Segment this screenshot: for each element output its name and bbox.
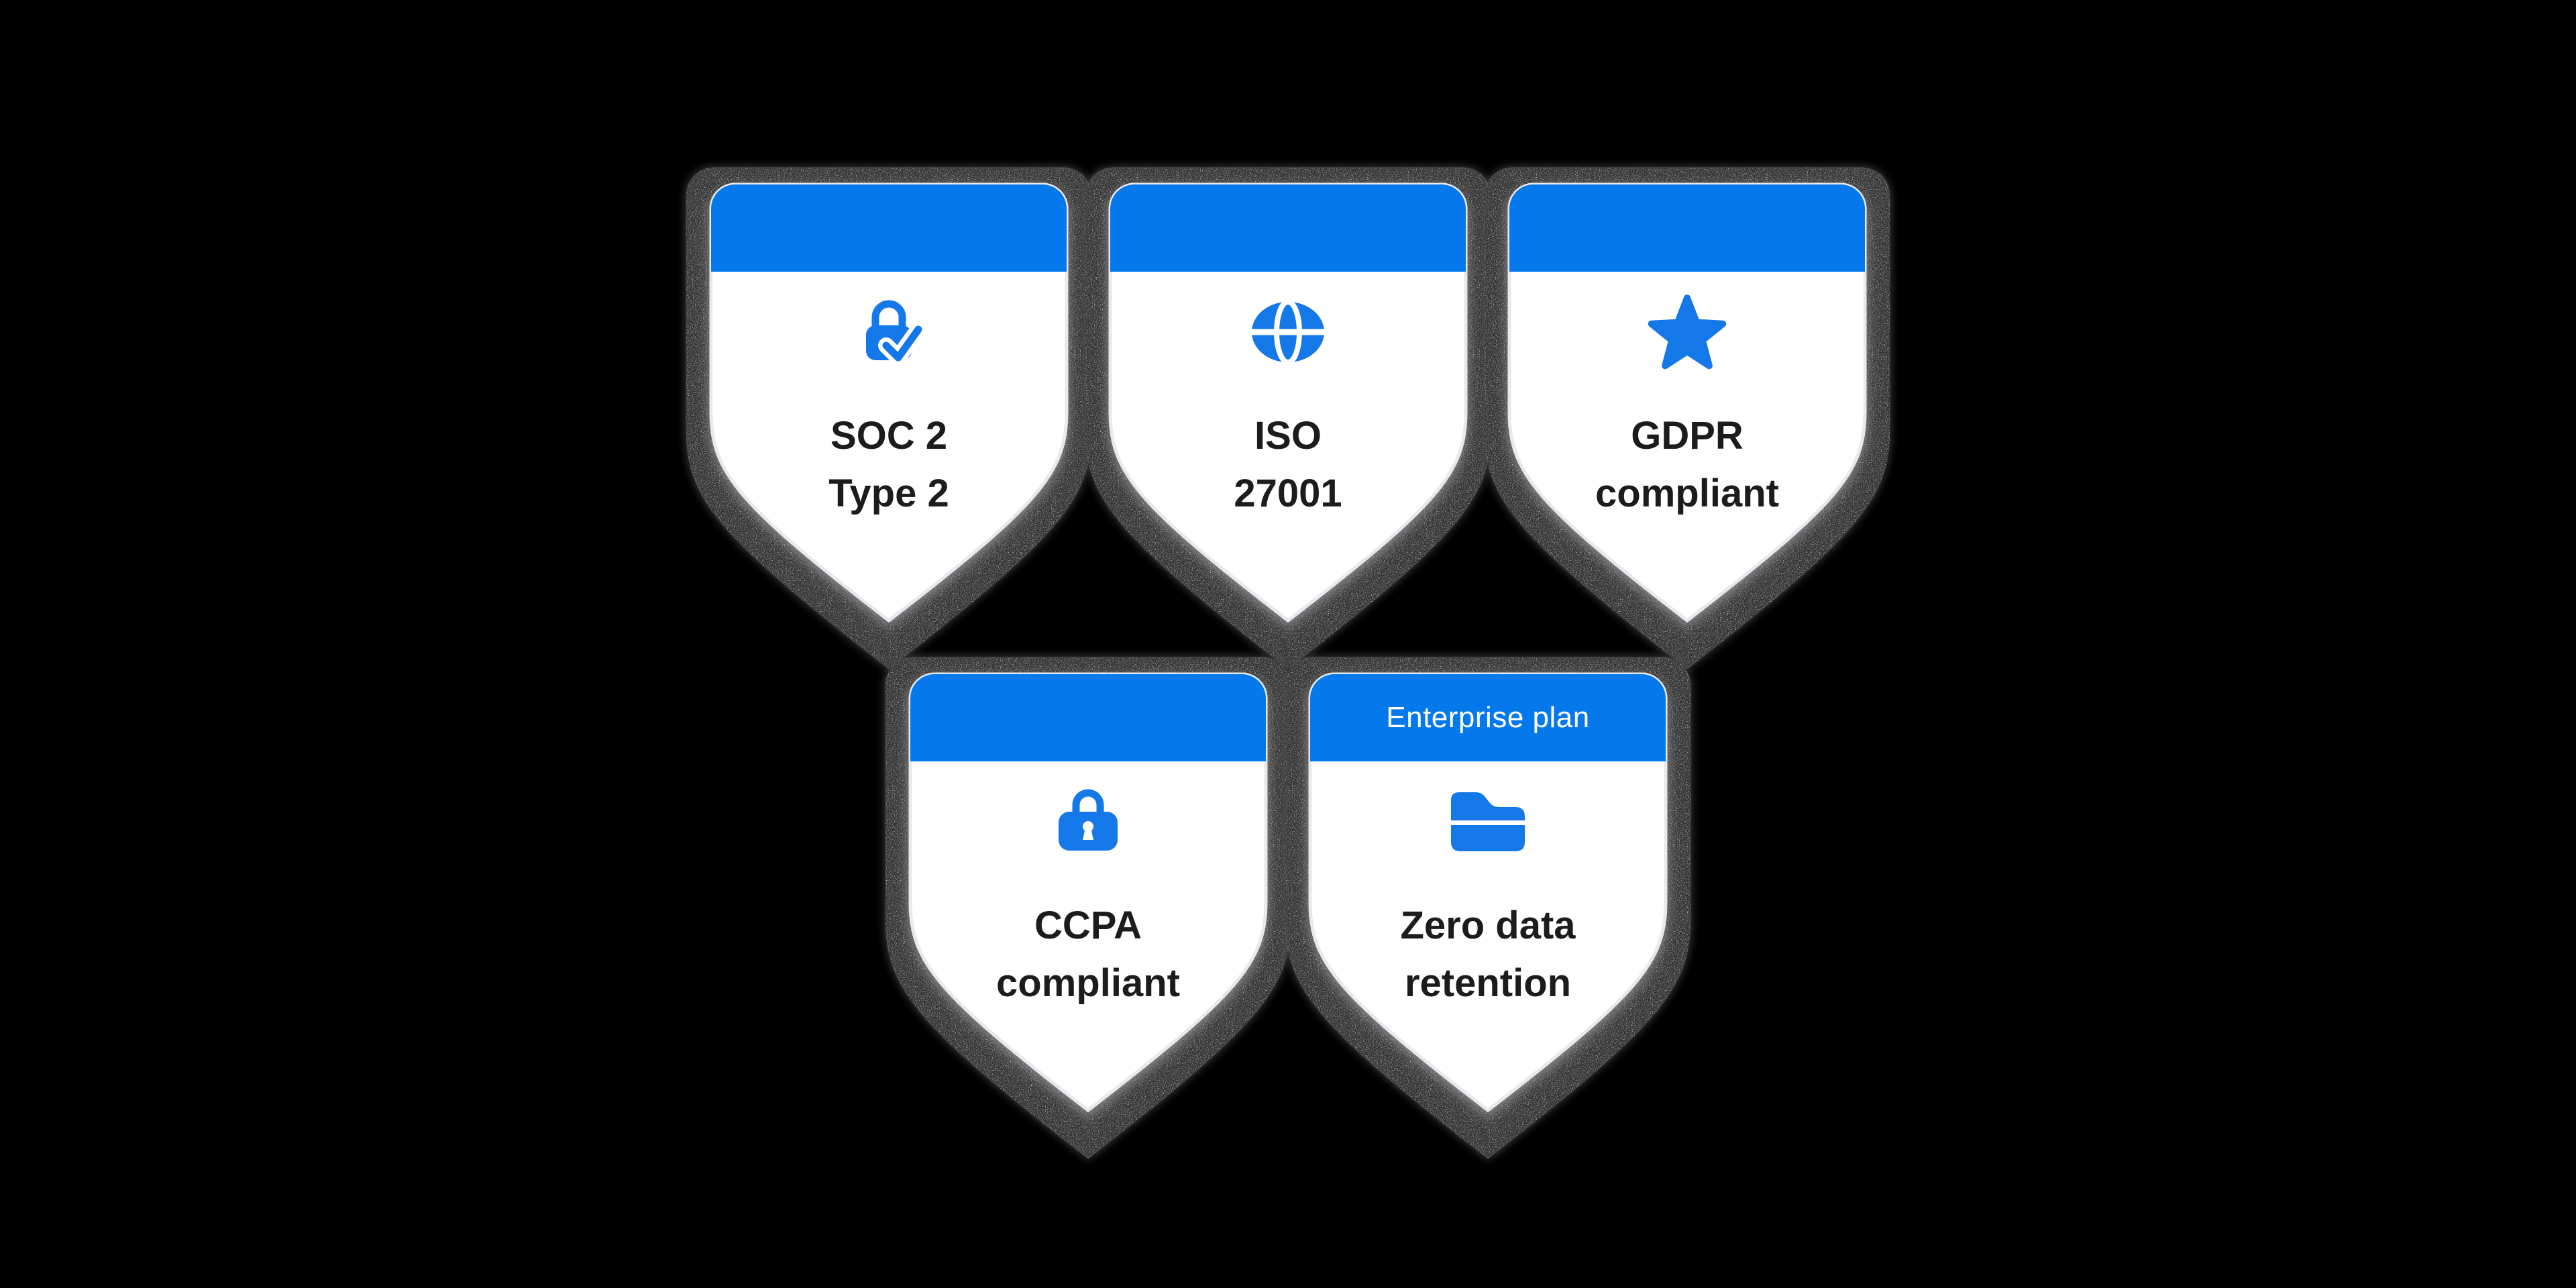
badge-soc2-type2: SOC 2 Type 2: [654, 144, 1124, 708]
shield-graphic: [1484, 167, 1890, 669]
badge-header-label: Enterprise plan: [1386, 701, 1590, 734]
badge-label-line1: Zero data: [1400, 904, 1576, 947]
badge-label-line2: compliant: [996, 961, 1180, 1005]
badge-iso-27001: ISO 27001: [1053, 144, 1523, 708]
shield-graphic: [885, 657, 1291, 1159]
shield-graphic: [1085, 167, 1491, 669]
badge-label-line2: 27001: [1234, 472, 1342, 515]
badge-label: CCPA compliant: [910, 897, 1266, 1012]
lock-icon: [1059, 789, 1118, 851]
badge-gdpr-compliant: GDPR compliant: [1452, 144, 1922, 708]
badge-label-line1: SOC 2: [830, 414, 948, 458]
badge-label-line1: GDPR: [1631, 414, 1743, 458]
shield-graphic: [686, 167, 1092, 669]
badge-label-line2: Type 2: [828, 472, 949, 515]
badge-label-line2: retention: [1404, 961, 1572, 1005]
badge-zero-data-retention: Enterprise plan Zero data retention: [1253, 634, 1723, 1197]
badge-label: Zero data retention: [1310, 897, 1666, 1012]
badge-label-line2: compliant: [1595, 472, 1779, 515]
star-icon: [1648, 294, 1727, 370]
badge-ccpa-compliant: CCPA compliant: [853, 634, 1323, 1197]
badge-label: ISO 27001: [1110, 407, 1466, 523]
badge-label: GDPR compliant: [1509, 407, 1865, 523]
shield-header-ribbon: [910, 674, 1266, 761]
badge-label: SOC 2 Type 2: [711, 407, 1067, 523]
globe-icon: [1252, 302, 1324, 362]
shield-graphic: [1285, 657, 1691, 1159]
badge-label-line1: ISO: [1254, 414, 1322, 458]
shield-header-ribbon: [1509, 184, 1865, 272]
shield-header-ribbon: [711, 184, 1067, 272]
folder-icon: [1451, 792, 1525, 851]
shield-header-ribbon: [1310, 674, 1666, 761]
lock-check-icon: [866, 300, 926, 366]
shield-header-ribbon: [1110, 184, 1466, 272]
badge-label-line1: CCPA: [1034, 904, 1142, 947]
